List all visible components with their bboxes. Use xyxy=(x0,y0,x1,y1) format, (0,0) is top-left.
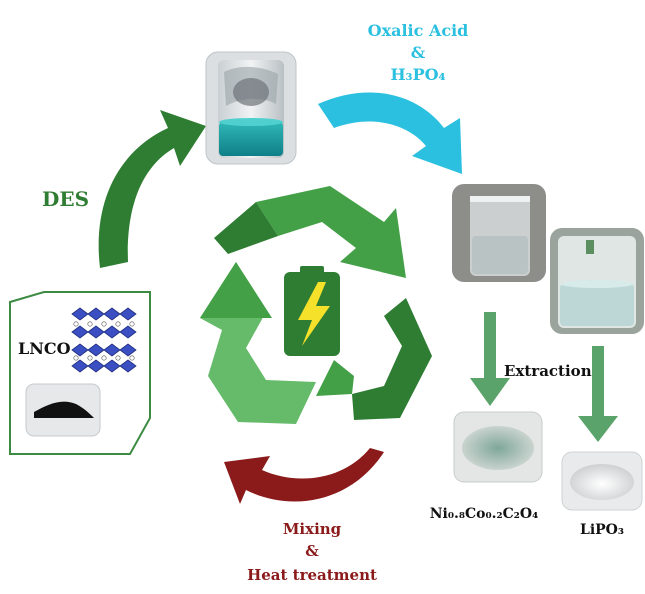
beaker-photo-teal xyxy=(205,51,297,165)
battery-icon xyxy=(284,266,340,356)
nico-powder-photo xyxy=(453,411,543,483)
mixing-label-line2: & xyxy=(305,542,319,560)
mixing-label: Mixing & Heat treatment xyxy=(247,520,377,584)
oxalic-label-line2: & xyxy=(411,43,426,62)
lnco-powder-photo xyxy=(25,383,101,437)
nico-product-label: Ni₀.₈Co₀.₂C₂O₄ xyxy=(430,506,538,522)
mixing-label-line1: Mixing xyxy=(283,520,342,538)
lightning-bolt-icon xyxy=(298,282,330,346)
mixing-label-line3: Heat treatment xyxy=(247,566,377,584)
lnco-label: LNCO xyxy=(18,339,71,358)
des-label: DES xyxy=(42,187,89,211)
des-arrow xyxy=(98,110,206,268)
extraction-arrow-left xyxy=(470,312,510,406)
oxalic-label-line1: Oxalic Acid xyxy=(368,21,469,40)
oxalic-arrow xyxy=(318,92,462,174)
beaker-photo-grey xyxy=(452,184,546,282)
crystal-structure-icon xyxy=(71,307,137,373)
lipo3-powder-photo xyxy=(561,451,643,511)
extraction-arrow-right xyxy=(578,346,618,442)
lipo3-label: LiPO₃ xyxy=(580,522,624,538)
oxalic-acid-label: Oxalic Acid & H₃PO₄ xyxy=(368,21,469,84)
oxalic-label-line3: H₃PO₄ xyxy=(390,65,445,84)
extraction-label: Extraction xyxy=(504,362,592,380)
recycle-symbol xyxy=(200,186,432,424)
heat-arrow xyxy=(224,448,384,504)
beaker-photo-clear xyxy=(550,228,644,334)
